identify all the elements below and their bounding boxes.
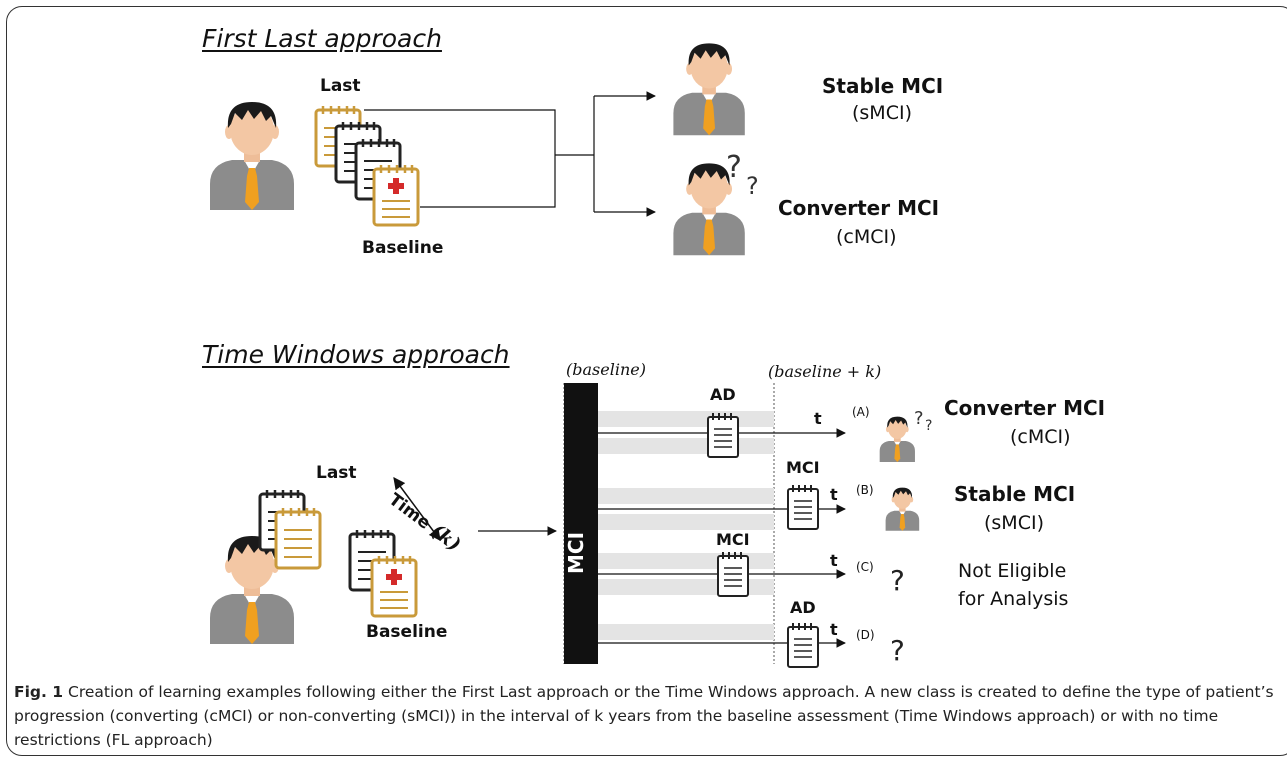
caption-text: Creation of learning examples following … [14, 683, 1274, 749]
converter-mci-abbr: (cMCI) [1010, 426, 1071, 448]
timeline-bands [598, 411, 774, 640]
figure-caption: Fig. 1 Creation of learning examples fol… [14, 680, 1284, 752]
stable-mci-abbr: (sMCI) [984, 512, 1044, 534]
t-label: t [830, 551, 838, 570]
visit-documents [314, 104, 420, 227]
last-label: Last [320, 76, 361, 96]
ad-document-icon [707, 412, 739, 458]
mci-bar [564, 383, 598, 664]
ad-label: AD [790, 598, 816, 617]
t-label: t [830, 620, 838, 639]
converter-mci-abbr: (cMCI) [836, 226, 897, 248]
question-icon: ? [746, 172, 759, 200]
stable-mci-title: Stable MCI [822, 74, 944, 98]
section1-title: First Last approach [202, 24, 442, 53]
mci-document-icon [787, 484, 819, 530]
stable-person-icon [885, 487, 920, 531]
question-icon: ? [890, 564, 905, 597]
converter-mci-title: Converter MCI [778, 196, 940, 220]
converter-mci-title: Converter MCI [944, 396, 1106, 420]
stable-mci-title: Stable MCI [954, 482, 1076, 506]
not-eligible-line1: Not Eligible [958, 560, 1067, 582]
mci-document-icon [717, 551, 749, 597]
baseline-label: Baseline [366, 622, 448, 642]
converter-person-icon [879, 416, 915, 463]
baseline-k-marker: (baseline + k) [768, 362, 882, 381]
figure-frame [6, 6, 1287, 756]
row-c-marker: (C) [856, 560, 874, 574]
baseline-label: Baseline [362, 238, 444, 258]
question-icon: ? [914, 408, 924, 429]
last-label: Last [316, 463, 357, 483]
not-eligible-line2: for Analysis [958, 588, 1069, 610]
fl-connector [364, 91, 656, 217]
patient-icon [210, 102, 294, 210]
question-icon: ? [726, 150, 742, 185]
mci-label: MCI [716, 530, 750, 549]
t-label: t [830, 485, 838, 504]
ad-document-icon [787, 622, 819, 668]
mci-bar-label: MCI [564, 531, 588, 574]
ad-label: AD [710, 385, 736, 404]
row-d-marker: (D) [856, 628, 875, 642]
mci-label: MCI [786, 458, 820, 477]
stable-mci-abbr: (sMCI) [852, 102, 912, 124]
t-label: t [814, 409, 822, 428]
stable-person-icon [673, 43, 745, 136]
question-icon: ? [890, 634, 905, 667]
time-interval-arrow [393, 477, 441, 541]
section2-title: Time Windows approach [202, 340, 510, 369]
figure-number: Fig. 1 [14, 683, 64, 701]
baseline-marker: (baseline) [566, 360, 646, 379]
row-b-marker: (B) [856, 483, 874, 497]
question-icon: ? [925, 418, 932, 434]
row-a-marker: (A) [852, 405, 870, 419]
